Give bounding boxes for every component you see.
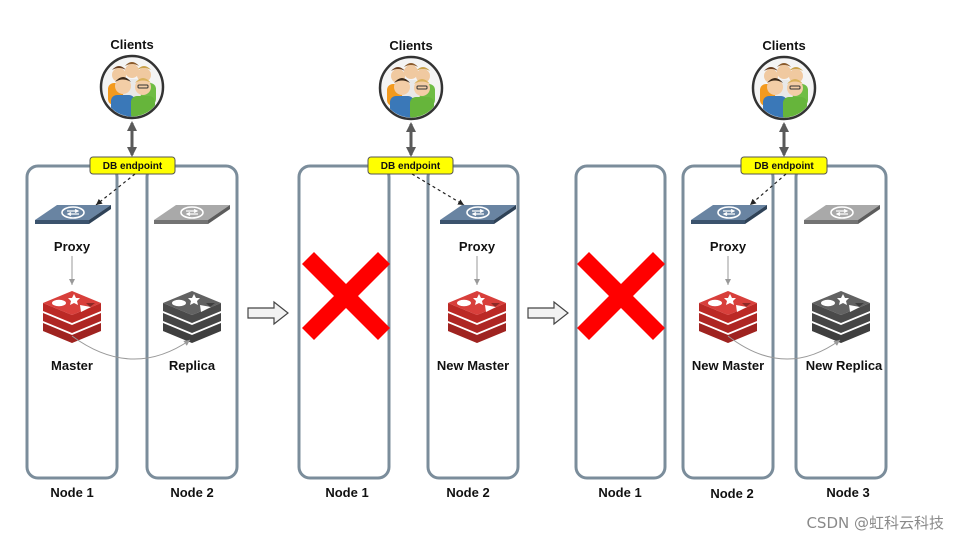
redis-logo-icon xyxy=(812,291,870,343)
node-label: Node 1 xyxy=(50,485,93,500)
node-2-box xyxy=(681,164,775,480)
node-label: Node 2 xyxy=(446,485,489,500)
network-switch-icon xyxy=(153,204,231,225)
node-1-box xyxy=(25,164,119,480)
clients-label: Clients xyxy=(110,37,153,52)
right-arrow-icon xyxy=(527,301,569,325)
proxy-label: Proxy xyxy=(710,239,747,254)
db-endpoint-badge xyxy=(367,156,454,175)
redis-logo-icon xyxy=(163,291,221,343)
people-group-icon xyxy=(753,57,815,121)
redis-logo-icon xyxy=(448,291,506,343)
node-2-box xyxy=(426,164,520,480)
red-cross-icon xyxy=(577,252,665,340)
watermark: CSDN @虹科云科技 xyxy=(806,514,944,532)
red-cross-icon xyxy=(302,252,390,340)
new-master-label: New Master xyxy=(437,358,509,373)
node-label: Node 2 xyxy=(170,485,213,500)
node-2-box xyxy=(145,164,239,480)
people-group-icon xyxy=(101,56,163,120)
node-label: Node 3 xyxy=(826,485,869,500)
network-switch-icon xyxy=(439,204,517,225)
endpoint-to-proxy-arrow xyxy=(95,173,136,206)
proxy-label: Proxy xyxy=(459,239,496,254)
new-master-label: New Master xyxy=(692,358,764,373)
endpoint-to-proxy-arrow xyxy=(411,173,465,206)
replication-arrow xyxy=(71,335,191,360)
node-3-box xyxy=(794,164,888,480)
db-endpoint-badge xyxy=(89,156,176,175)
network-switch-icon xyxy=(803,204,881,225)
node-1-box xyxy=(574,164,667,480)
endpoint-to-proxy-arrow xyxy=(749,173,787,206)
panel-3: Clients DB endpoint Proxy New Master New… xyxy=(574,38,888,501)
db-endpoint-label: DB endpoint xyxy=(754,161,814,172)
node-1-box xyxy=(297,164,391,480)
proxy-label: Proxy xyxy=(54,239,91,254)
node-label: Node 1 xyxy=(325,485,368,500)
redis-logo-icon xyxy=(699,291,757,343)
panel-1: Clients DB endpoint Proxy Master Replica… xyxy=(25,37,239,500)
master-label: Master xyxy=(51,358,93,373)
right-arrow-icon xyxy=(247,301,289,325)
replica-label: Replica xyxy=(169,358,216,373)
clients-label: Clients xyxy=(762,38,805,53)
node-label: Node 1 xyxy=(598,485,641,500)
people-group-icon xyxy=(380,57,442,121)
redis-logo-icon xyxy=(43,291,101,343)
db-endpoint-label: DB endpoint xyxy=(381,161,441,172)
panel-2: Clients DB endpoint Proxy New Master Nod… xyxy=(297,38,520,500)
db-endpoint-badge xyxy=(740,156,828,175)
clients-label: Clients xyxy=(389,38,432,53)
network-switch-icon xyxy=(34,204,112,225)
node-label: Node 2 xyxy=(710,486,753,501)
replication-arrow xyxy=(727,335,841,360)
new-replica-label: New Replica xyxy=(806,358,883,373)
db-endpoint-label: DB endpoint xyxy=(103,161,163,172)
network-switch-icon xyxy=(690,204,768,225)
